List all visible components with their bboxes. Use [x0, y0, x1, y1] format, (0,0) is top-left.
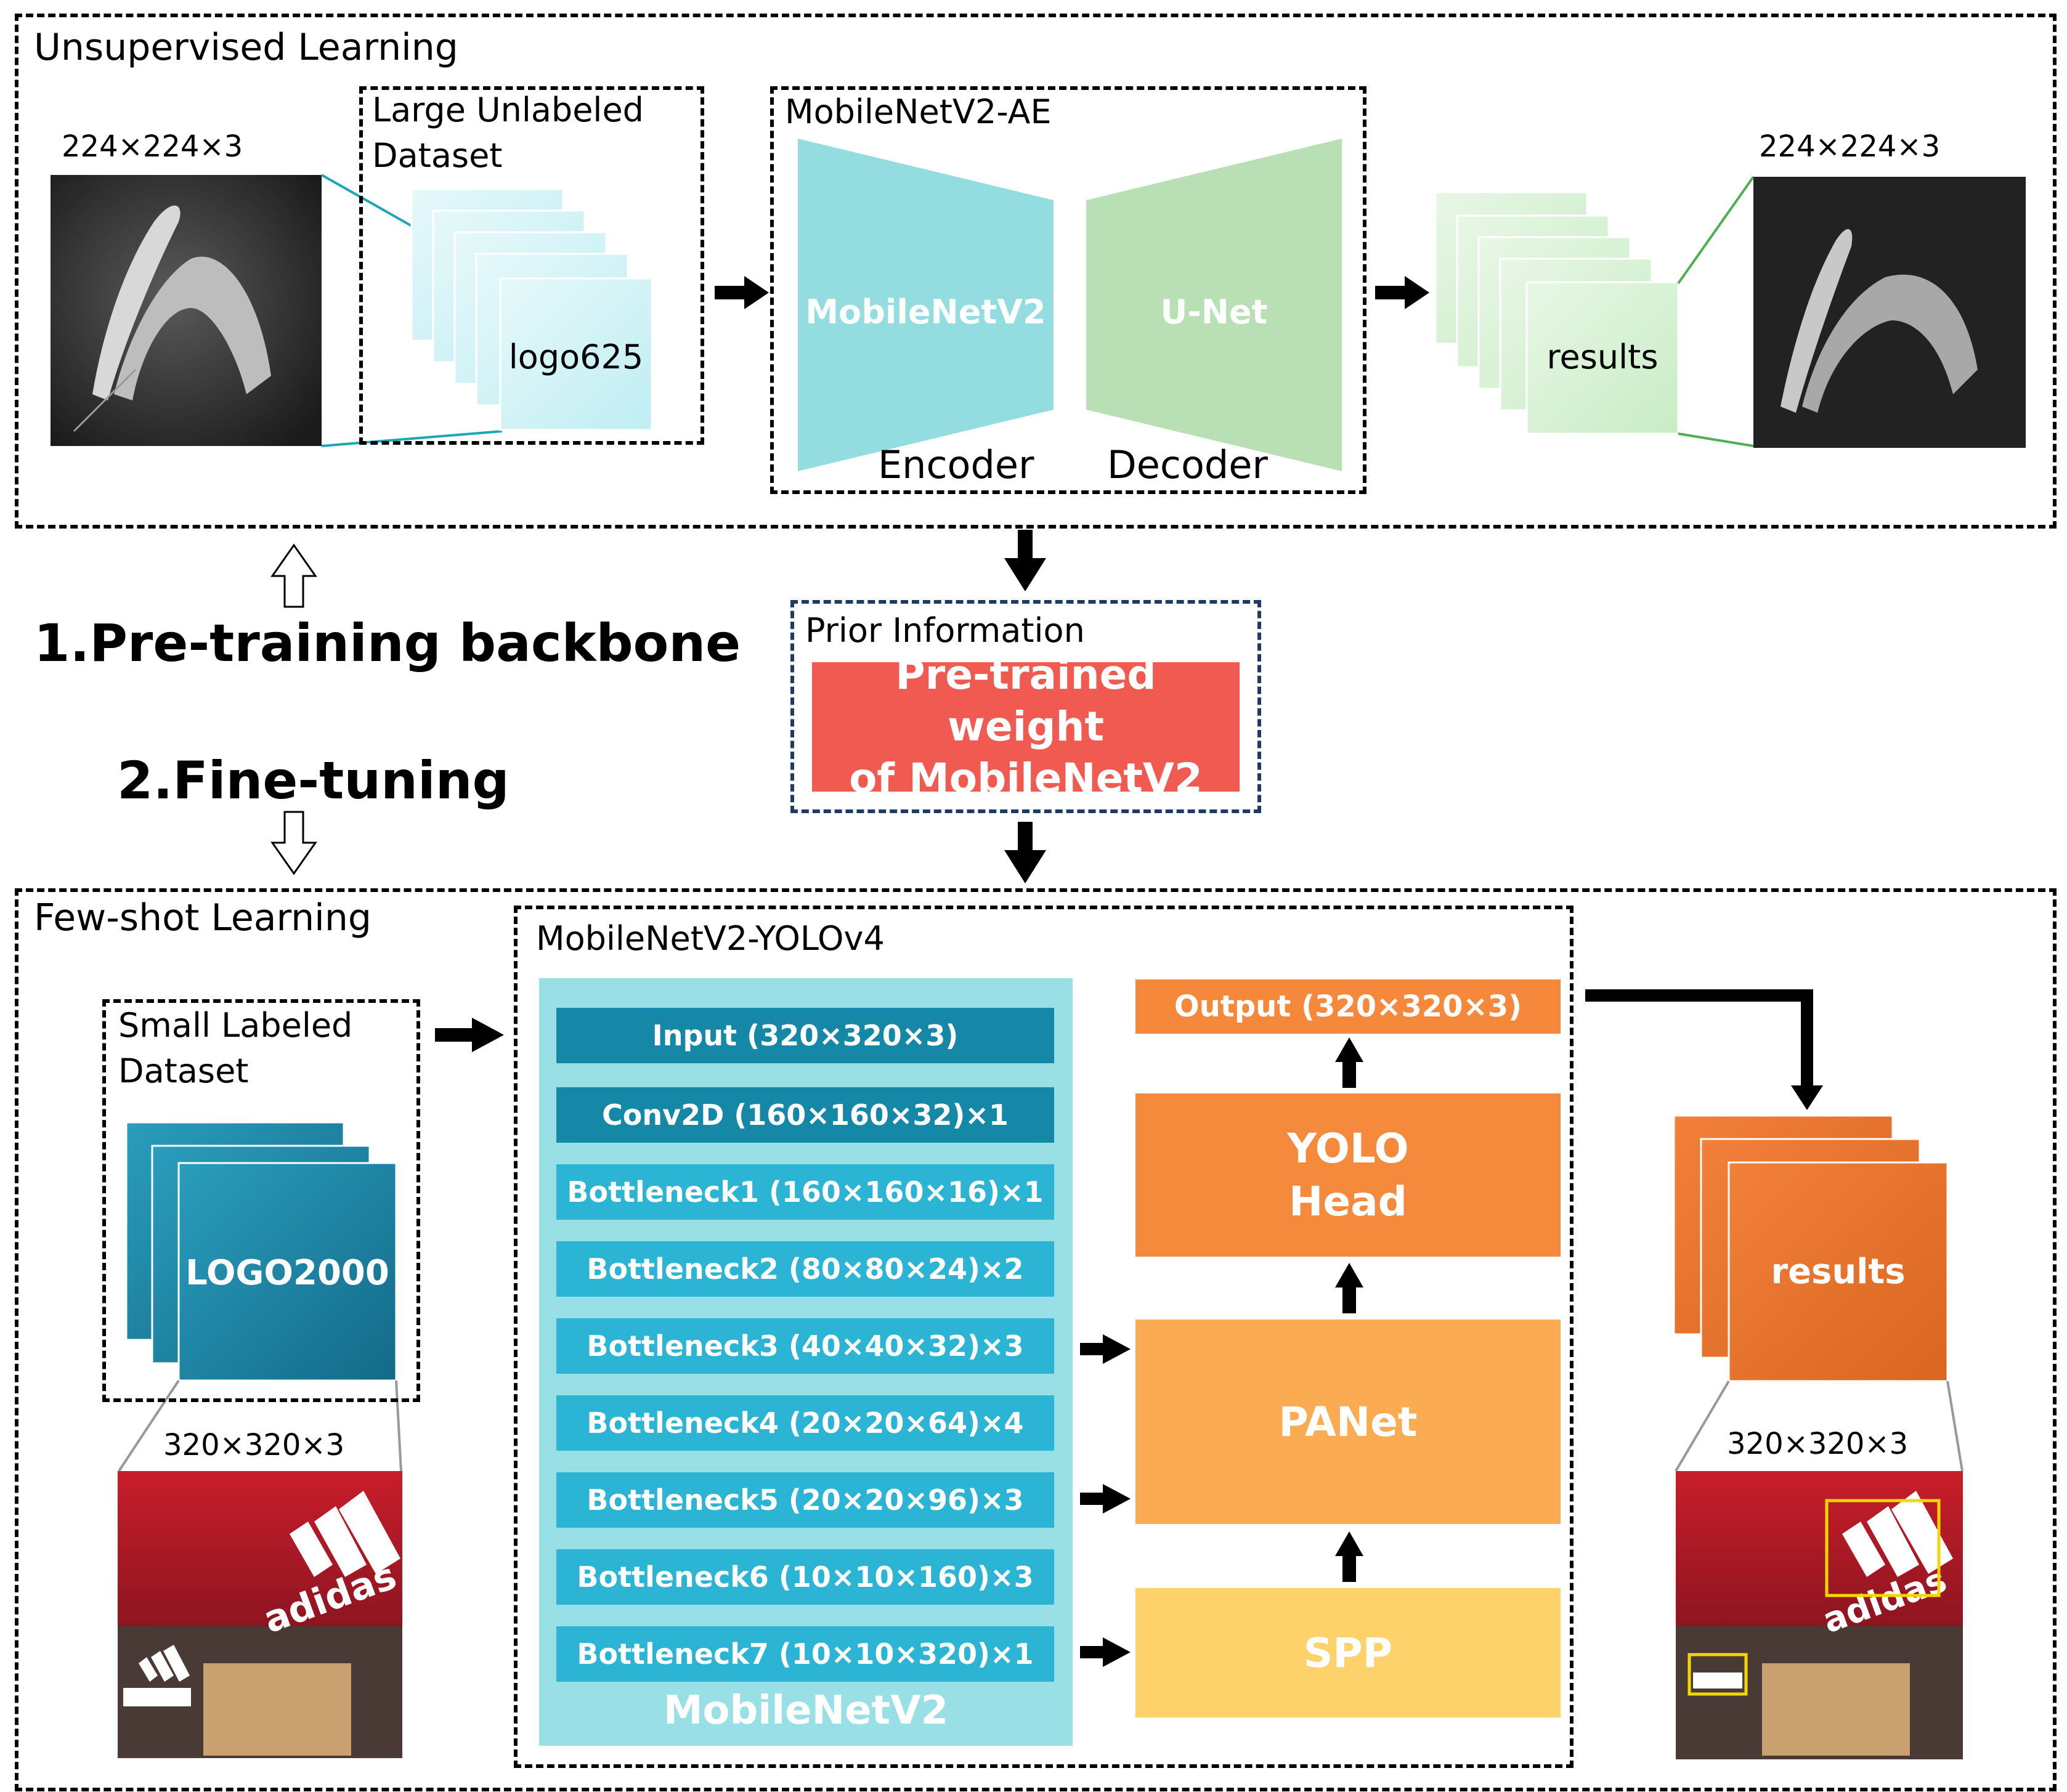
logo2000-label: LOGO2000 — [185, 1253, 389, 1293]
results-stack-orange — [1673, 1114, 1949, 1382]
store-photo-input: adidas — [118, 1471, 402, 1758]
layer-bottleneck5: Bottleneck5 (20×20×96)×3 — [556, 1472, 1054, 1528]
yolo-head-line1: YOLO — [1287, 1124, 1409, 1172]
encoder-name: MobileNetV2 — [805, 293, 1046, 331]
large-dataset-box — [359, 86, 704, 445]
arrow-down-to-yolo — [1004, 822, 1046, 883]
reconstructed-image-gray — [1753, 177, 2026, 448]
pretrained-weight-line2: of MobileNetV2 — [849, 755, 1203, 802]
small-dataset-box — [102, 999, 420, 1402]
pretrained-weight-box: Pre-trained weight of MobileNetV2 — [812, 651, 1240, 802]
ae-title: MobileNetV2-AE — [785, 92, 1052, 131]
output-block: Output (320×320×3) — [1135, 979, 1561, 1034]
yolo-head-block: YOLO Head — [1135, 1093, 1561, 1257]
results-label-orange: results — [1771, 1252, 1906, 1292]
encoder-label: Encoder — [878, 442, 1034, 487]
yolo-box — [514, 906, 1574, 1768]
arrow-b7-to-spp — [1080, 1637, 1131, 1667]
arrow-b3-to-panet — [1080, 1334, 1131, 1364]
fewshot-input-dim: 320×320×3 — [163, 1428, 345, 1462]
arrow-down-to-prior — [1004, 530, 1046, 591]
unsupervised-title: Unsupervised Learning — [34, 26, 458, 69]
layer-conv2d: Conv2D (160×160×32)×1 — [556, 1087, 1054, 1143]
pretrained-weight-line1: Pre-trained weight — [895, 651, 1156, 750]
step-finetune-label: 2.Fine-tuning — [117, 750, 510, 811]
output-dim-label: 224×224×3 — [1759, 129, 1941, 164]
store-photo-result: adidas — [1676, 1471, 1963, 1759]
backbone-label: MobileNetV2 — [663, 1688, 949, 1733]
arrow-b5-to-panet — [1080, 1484, 1131, 1514]
fewshot-title: Few-shot Learning — [34, 896, 372, 939]
mobilenetv2-ae-box — [770, 86, 1366, 494]
arrow-panet-to-head — [1335, 1263, 1363, 1313]
spp-block: SPP — [1135, 1588, 1561, 1717]
step-pretrain-label: 1.Pre-training backbone — [34, 613, 741, 673]
unsupervised-section — [15, 14, 2057, 529]
yolo-title: MobileNetV2-YOLOv4 — [536, 919, 885, 958]
fewshot-output-dim: 320×320×3 — [1727, 1427, 1909, 1461]
arrow-ae-to-results — [1375, 276, 1429, 309]
arrow-spp-to-panet — [1335, 1531, 1363, 1582]
prior-info-box — [790, 600, 1261, 813]
detection-box-small — [1687, 1653, 1748, 1696]
layer-bottleneck6: Bottleneck6 (10×10×160)×3 — [556, 1549, 1054, 1605]
layer-bottleneck3: Bottleneck3 (40×40×32)×3 — [556, 1318, 1054, 1374]
results-stack-green — [1434, 191, 1679, 435]
arrow-output-to-results — [1585, 989, 1823, 1110]
decoder-name: U-Net — [1160, 293, 1268, 331]
input-dim-label: 224×224×3 — [62, 129, 243, 164]
hollow-down-arrow — [270, 811, 317, 875]
logo2000-stack — [125, 1121, 397, 1382]
fewshot-section — [15, 888, 2057, 1791]
results-label-green: results — [1546, 338, 1659, 376]
arrow-dataset-to-yolo — [435, 1018, 504, 1052]
layer-input: Input (320×320×3) — [556, 1008, 1054, 1063]
hollow-up-arrow — [270, 543, 317, 608]
large-dataset-title: Large Unlabeled Dataset — [372, 91, 644, 175]
input-image-gray — [51, 175, 322, 446]
detection-box-large — [1825, 1499, 1941, 1597]
arrow-dataset-to-ae — [715, 276, 769, 309]
yolo-head-line2: Head — [1289, 1177, 1407, 1225]
prior-info-title: Prior Information — [805, 611, 1085, 650]
decoder-trapezoid — [1086, 139, 1342, 471]
encoder-trapezoid — [798, 139, 1054, 471]
layer-bottleneck2: Bottleneck2 (80×80×24)×2 — [556, 1241, 1054, 1297]
decoder-label: Decoder — [1107, 442, 1268, 487]
small-dataset-title: Small Labeled Dataset — [118, 1006, 353, 1090]
logo625-stack — [410, 188, 653, 431]
layer-bottleneck4: Bottleneck4 (20×20×64)×4 — [556, 1395, 1054, 1451]
arrow-head-to-output — [1335, 1037, 1363, 1088]
panet-block: PANet — [1135, 1320, 1561, 1524]
layer-bottleneck1: Bottleneck1 (160×160×16)×1 — [556, 1164, 1054, 1220]
logo625-label: logo625 — [508, 338, 644, 376]
layer-bottleneck7: Bottleneck7 (10×10×320)×1 — [556, 1626, 1054, 1682]
